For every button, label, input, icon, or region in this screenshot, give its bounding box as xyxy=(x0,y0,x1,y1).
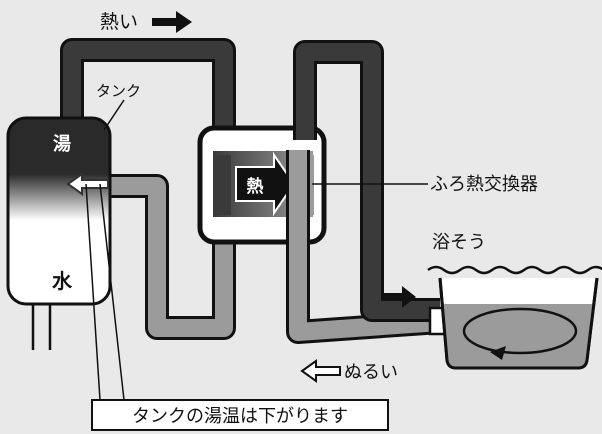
heat-exchanger-label: ふろ熱交換器 xyxy=(430,174,538,195)
water-wave-icon xyxy=(427,265,602,275)
tank-leader-line xyxy=(103,99,125,131)
heat-arrow-icon xyxy=(235,151,296,217)
hot-pipe-upper xyxy=(60,38,236,155)
lukewarm-label: ぬるい xyxy=(344,362,398,383)
cool-return-pipe-left xyxy=(110,174,236,340)
heat-label: 熱 xyxy=(247,176,264,197)
lukewarm-arrow-left-icon xyxy=(300,359,341,383)
tank-water-label: 水 xyxy=(52,269,73,293)
caption-callout xyxy=(85,183,389,431)
caption-text: タンクの湯温は下がります xyxy=(132,406,348,427)
bath-inflow-arrow-icon xyxy=(382,286,416,308)
tank-label: タンク xyxy=(96,82,141,100)
hot-label: 熱い xyxy=(100,11,138,33)
bathtub-label: 浴そう xyxy=(432,232,486,253)
circulation-arrow-icon xyxy=(462,307,578,360)
hot-arrow-right-icon xyxy=(152,11,192,33)
tank-drain-pipe xyxy=(31,300,52,350)
tank-hot-water-label: 湯 xyxy=(53,134,71,155)
tank-inflow-arrow-icon xyxy=(66,172,109,196)
bath-pipes xyxy=(286,40,441,344)
storage-tank xyxy=(6,116,112,306)
